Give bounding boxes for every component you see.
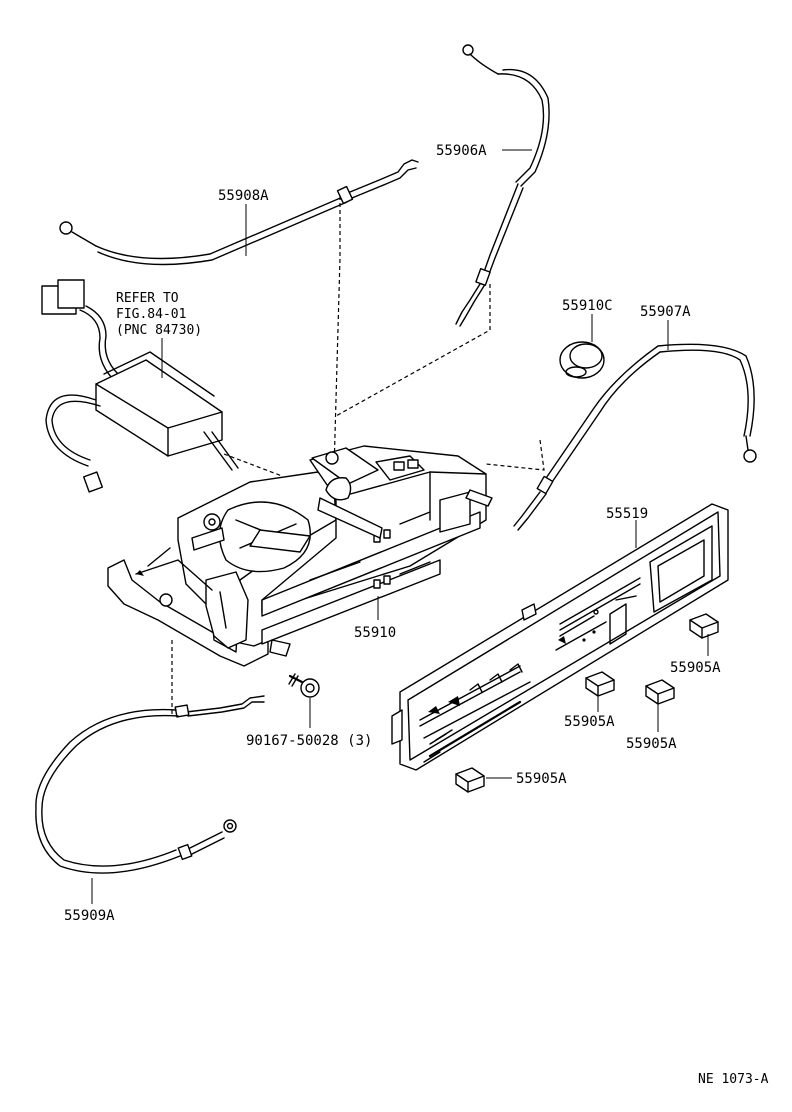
clip-55905a-middle-right <box>645 679 675 705</box>
label-refer-line3: (PNC 84730) <box>116 323 202 338</box>
cable-55909a <box>35 695 265 874</box>
label-90167-50028: 90167-50028 (3) <box>246 733 372 749</box>
clip-55905a-middle-left <box>585 671 615 697</box>
control-assembly-55910 <box>107 445 493 667</box>
label-55910c: 55910C <box>562 298 613 314</box>
label-55905a-middle-right: 55905A <box>626 736 677 752</box>
label-55909a: 55909A <box>64 908 115 924</box>
label-refer-line1: REFER TO <box>116 291 179 306</box>
alignment-lines <box>171 196 545 714</box>
clip-55905a-bottom <box>455 767 485 793</box>
cable-55908a <box>59 159 419 266</box>
label-55905a-middle-left: 55905A <box>564 714 615 730</box>
label-55907a: 55907A <box>640 304 691 320</box>
cable-55907a <box>513 343 757 531</box>
panel-55519 <box>391 503 729 771</box>
label-55908a: 55908A <box>218 188 269 204</box>
label-55906a: 55906A <box>436 143 487 159</box>
figure-code: NE 1073-A <box>698 1072 769 1087</box>
sensor-harness <box>41 279 239 493</box>
screw-90167-50028 <box>288 673 320 698</box>
leader-lines <box>91 149 709 904</box>
label-55905a-right: 55905A <box>670 660 721 676</box>
label-55910: 55910 <box>354 625 396 641</box>
label-55519: 55519 <box>606 506 648 522</box>
label-55905a-bottom: 55905A <box>516 771 567 787</box>
knob-55910c <box>559 341 605 379</box>
label-refer-line2: FIG.84-01 <box>116 307 186 322</box>
part-labels: 55906A 55908A REFER TO FIG.84-01 (PNC 84… <box>64 143 769 1087</box>
clip-55905a-right <box>689 613 719 639</box>
cable-55906a <box>455 44 550 327</box>
